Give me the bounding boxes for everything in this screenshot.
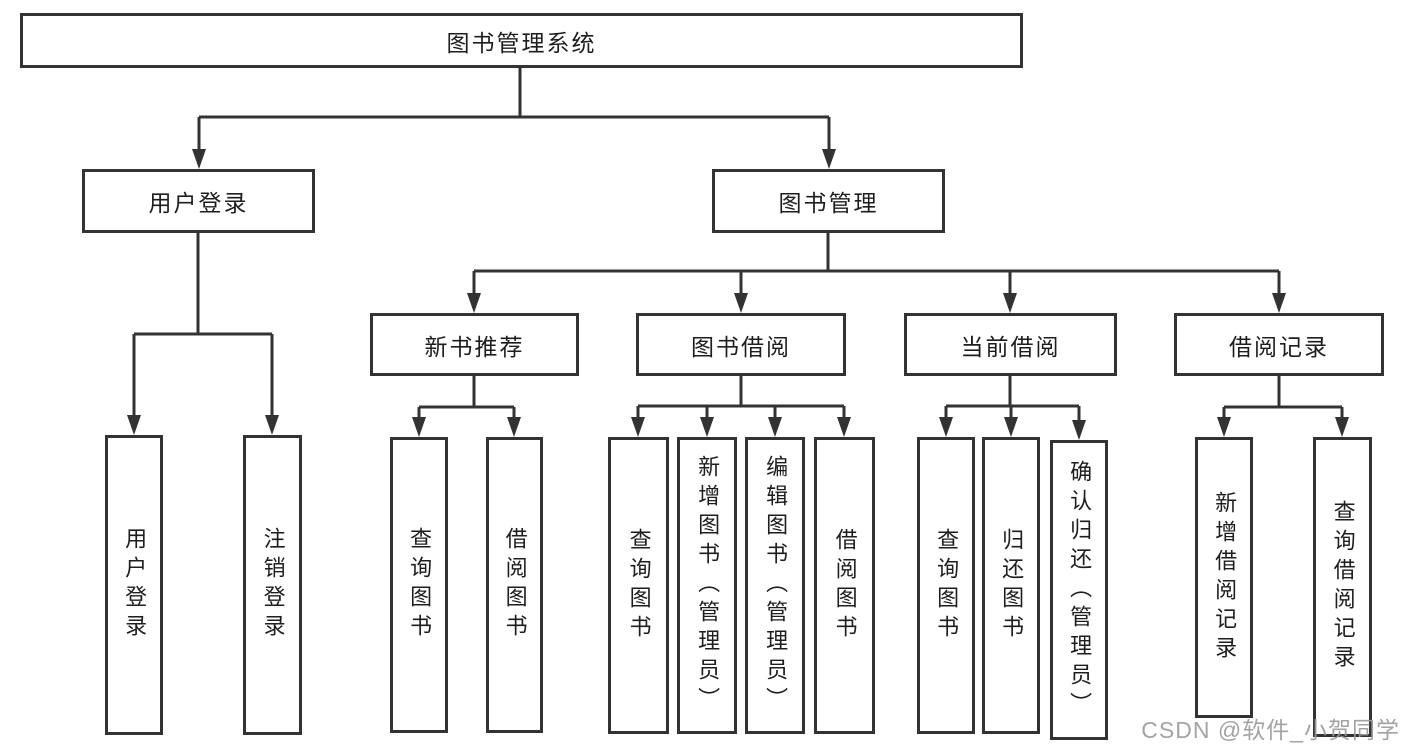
node-new-book-recommendation: 新书推荐 bbox=[370, 313, 579, 376]
node-leaf-user-login: 用户登录 bbox=[105, 435, 163, 735]
node-leaf-borrow-books-1: 借阅图书 bbox=[486, 437, 543, 733]
node-label: 确认归还（管理员） bbox=[1067, 459, 1093, 721]
node-label: 新增图书（管理员） bbox=[695, 455, 721, 716]
node-label: 查询借阅记录 bbox=[1330, 500, 1356, 674]
node-label: 查询图书 bbox=[626, 527, 652, 644]
connector-current-borrow-children bbox=[939, 376, 1086, 440]
node-label: 图书管理 bbox=[778, 190, 879, 216]
node-user-login: 用户登录 bbox=[82, 169, 315, 233]
connector-user-login-children bbox=[127, 233, 279, 435]
node-label: 查询图书 bbox=[934, 527, 960, 644]
connector-book-borrow-children bbox=[631, 376, 851, 437]
connector-new-book-children bbox=[412, 376, 521, 437]
connector-book-management-children bbox=[467, 233, 1286, 313]
node-label: 用户登录 bbox=[148, 190, 249, 216]
node-label: 归还图书 bbox=[999, 527, 1025, 644]
node-label: 图书借阅 bbox=[691, 333, 791, 360]
node-leaf-return-books: 归还图书 bbox=[982, 437, 1040, 734]
node-leaf-edit-books-admin: 编辑图书（管理员） bbox=[745, 437, 805, 734]
node-label: 新增借阅记录 bbox=[1212, 490, 1238, 665]
node-label: 用户登录 bbox=[122, 527, 148, 643]
node-label: 当前借阅 bbox=[960, 333, 1061, 360]
node-leaf-logout: 注销登录 bbox=[243, 435, 302, 735]
node-book-management: 图书管理 bbox=[712, 169, 945, 233]
node-leaf-borrow-books-2: 借阅图书 bbox=[814, 437, 875, 734]
connector-borrow-records-children bbox=[1217, 376, 1349, 437]
node-leaf-add-borrow-record: 新增借阅记录 bbox=[1195, 437, 1253, 718]
node-label: 借阅记录 bbox=[1229, 333, 1329, 360]
node-label: 注销登录 bbox=[260, 527, 286, 643]
node-book-borrowing: 图书借阅 bbox=[636, 313, 846, 376]
node-label: 借阅图书 bbox=[832, 527, 858, 644]
node-label: 借阅图书 bbox=[502, 527, 528, 643]
node-leaf-add-books-admin: 新增图书（管理员） bbox=[677, 437, 737, 734]
node-leaf-query-books-3: 查询图书 bbox=[917, 437, 975, 734]
node-label: 图书管理系统 bbox=[446, 29, 597, 56]
connector-root-to-level2 bbox=[192, 68, 836, 169]
node-label: 查询图书 bbox=[407, 527, 433, 643]
node-library-management-system: 图书管理系统 bbox=[20, 13, 1023, 68]
csdn-watermark: CSDN @软件_小贺同学 bbox=[1141, 717, 1400, 743]
node-borrowing-records: 借阅记录 bbox=[1174, 313, 1384, 376]
node-leaf-query-borrow-record: 查询借阅记录 bbox=[1313, 437, 1372, 737]
node-leaf-confirm-return-admin: 确认归还（管理员） bbox=[1050, 440, 1108, 740]
node-leaf-query-books-1: 查询图书 bbox=[390, 437, 448, 733]
node-label: 编辑图书（管理员） bbox=[763, 455, 789, 716]
node-label: 新书推荐 bbox=[424, 333, 525, 360]
node-leaf-query-books-2: 查询图书 bbox=[608, 437, 669, 734]
node-current-borrowing: 当前借阅 bbox=[904, 313, 1117, 376]
